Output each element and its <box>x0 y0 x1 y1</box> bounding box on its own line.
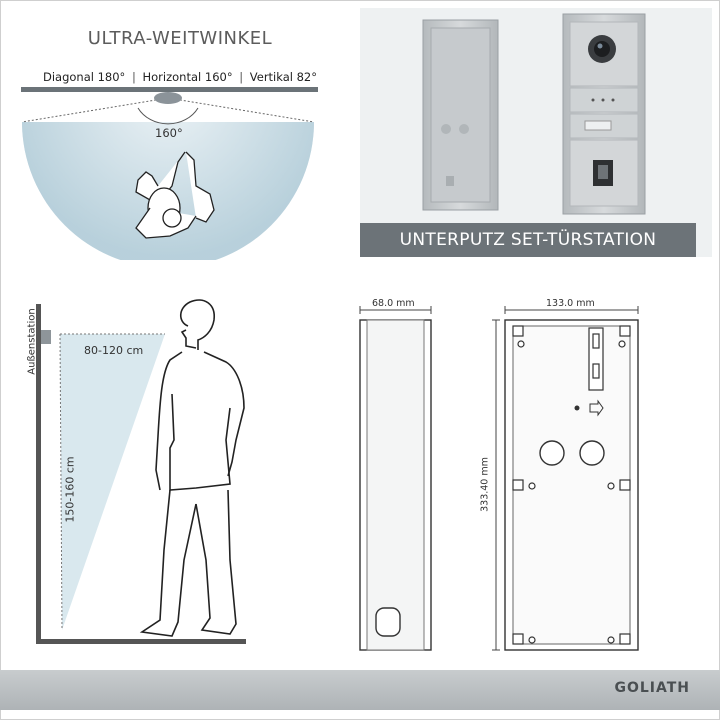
station-label: Außenstation <box>26 308 38 375</box>
camera-icon <box>154 92 182 104</box>
depth-dimension: 68.0 mm <box>372 298 415 309</box>
front-view-drawing <box>492 306 639 651</box>
vertical-angle: Vertikal 82° <box>249 70 317 84</box>
door-station-image <box>562 13 646 215</box>
width-dimension: 133.0 mm <box>546 298 595 309</box>
distance-label: 80-120 cm <box>84 344 144 357</box>
install-height-diagram <box>36 299 246 644</box>
height-dimension: 333.40 mm <box>479 457 491 512</box>
angle-specs: Diagonal 180° | Horizontal 160° | Vertik… <box>0 70 360 84</box>
fov-diagram <box>21 92 315 260</box>
separator: | <box>239 70 244 84</box>
diagonal-angle: Diagonal 180° <box>42 70 126 84</box>
flush-mount-box-image <box>422 19 499 211</box>
product-photo-panel <box>360 8 712 257</box>
brand-name: GOLIATH <box>614 680 690 696</box>
person-standing-icon <box>139 299 245 637</box>
separator: | <box>131 70 136 84</box>
bottom-bar <box>0 670 720 710</box>
horizontal-angle: Horizontal 160° <box>142 70 233 84</box>
wide-angle-title: ULTRA-WEITWINKEL <box>87 28 273 49</box>
side-profile-drawing <box>359 306 432 651</box>
wall-bar <box>21 87 318 92</box>
person-topview-icon <box>135 151 215 239</box>
kit-banner: UNTERPUTZ SET-TÜRSTATION <box>360 223 696 257</box>
angle-label: 160° <box>155 126 183 140</box>
station-icon <box>41 330 51 344</box>
product-photos <box>422 13 646 215</box>
brand-logo: GOLIATH <box>614 680 690 696</box>
height-label: 150-160 cm <box>63 456 77 523</box>
